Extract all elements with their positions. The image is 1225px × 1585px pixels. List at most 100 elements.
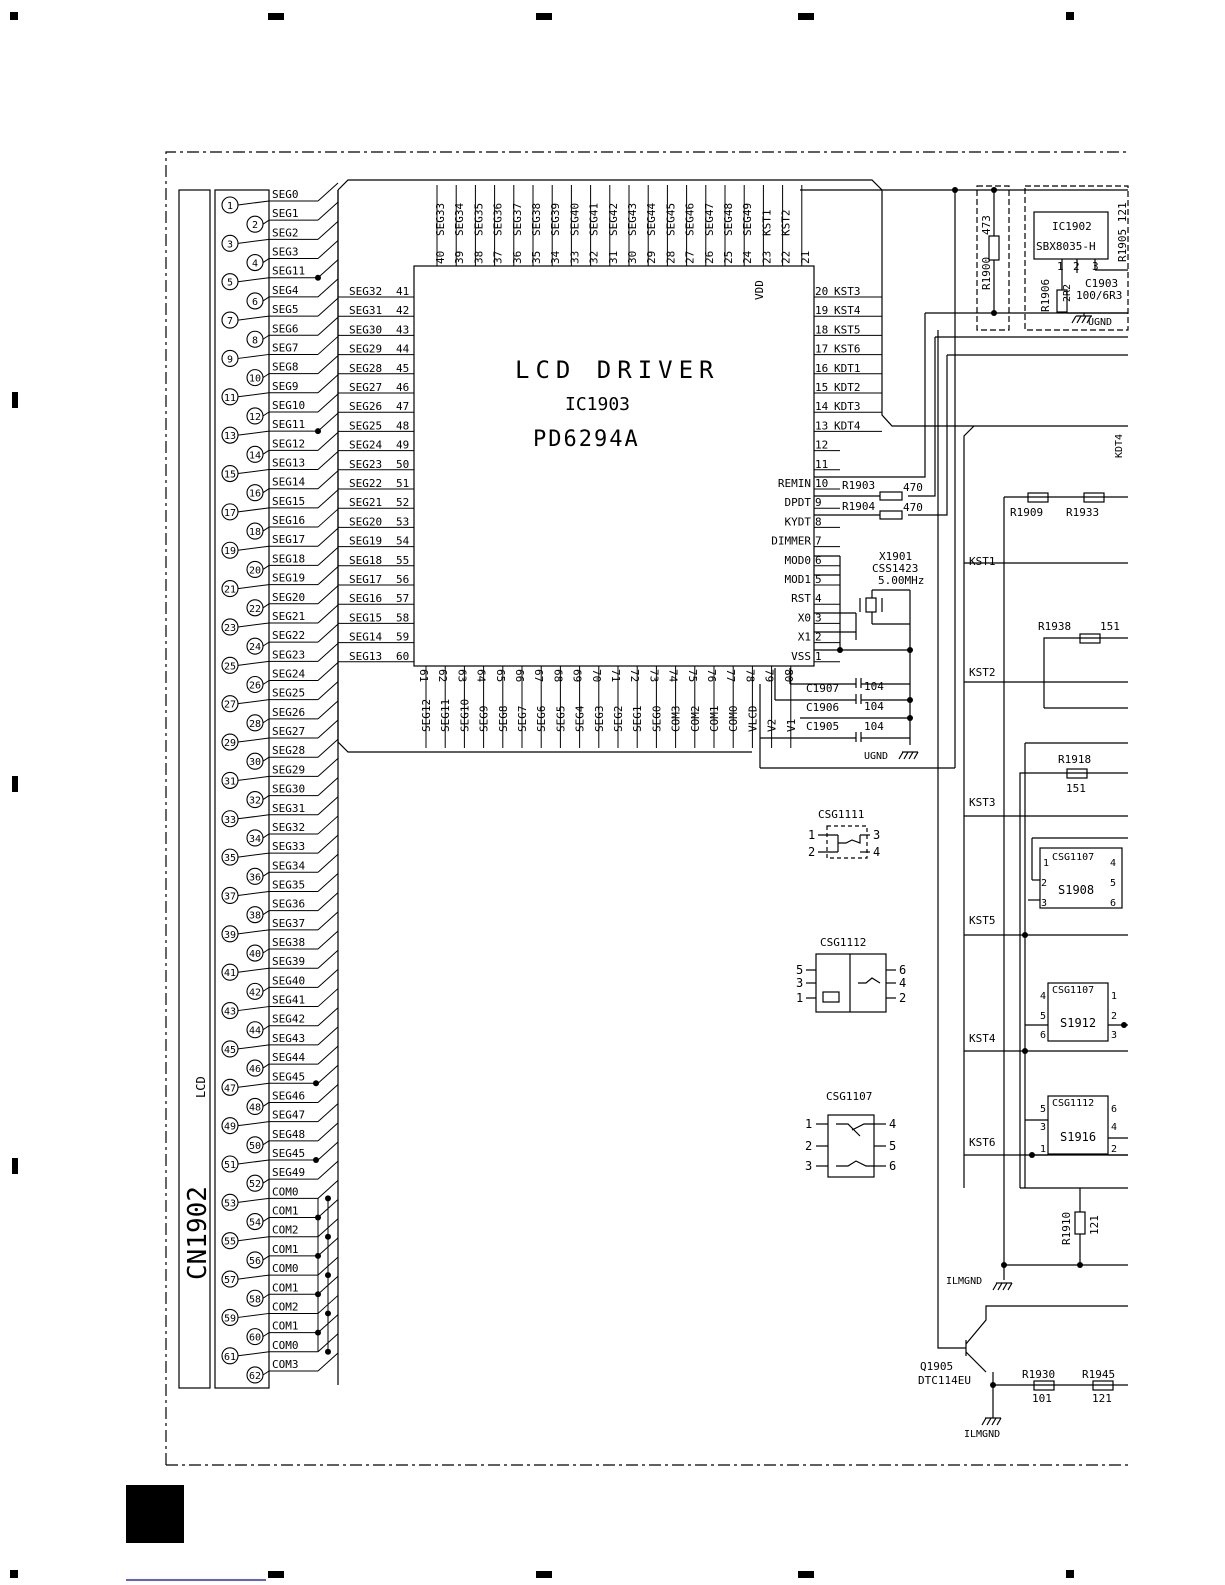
legend-csg1112-pin5: 5 (796, 963, 803, 977)
ic-right-pin-num: 13 (815, 419, 828, 432)
pin-bus-entry (317, 220, 339, 240)
pin-bus-entry (317, 566, 339, 585)
ic-top-pin-num: 29 (645, 251, 658, 264)
junction-dot (325, 1195, 331, 1202)
s1908-pin1: 1 (1043, 858, 1049, 869)
pin-label: SEG11 (272, 265, 305, 278)
pin-bus-entry (317, 1007, 339, 1027)
ic-vdd: VDD (753, 280, 766, 300)
pin-bus-entry (317, 182, 339, 202)
r1903-ref: R1903 (842, 479, 875, 492)
pin-stub (237, 469, 270, 475)
pin-label: SEG29 (272, 763, 305, 776)
pin-label: SEG39 (272, 955, 305, 968)
pin-stub (237, 890, 270, 896)
pin-number: 61 (224, 1352, 236, 1363)
pin-stub (237, 277, 270, 283)
s1912-pin6: 6 (1040, 1030, 1046, 1041)
pin-label: SEG47 (272, 1109, 305, 1122)
pin-number: 56 (249, 1256, 261, 1267)
pin-label: SEG34 (272, 859, 305, 872)
pin-stub (237, 814, 270, 820)
s1912-pin3: 3 (1111, 1030, 1117, 1041)
labels: CN1902 LCD LCD DRIVER IC1903 PD6294A VDD… (183, 202, 1129, 1440)
ic-right-pin-name: MOD1 (785, 573, 812, 586)
pin-stub (237, 929, 270, 935)
ic-left-pin-num: 57 (396, 592, 409, 605)
pin-stub (237, 967, 270, 973)
pin-number: 24 (249, 642, 261, 653)
pin-number: 30 (249, 757, 261, 768)
pin-stub (237, 852, 270, 858)
pin-number: 21 (224, 585, 236, 596)
ic-top-pin-name: SEG37 (511, 203, 524, 236)
pin-label: SEG25 (272, 687, 305, 700)
legend-csg1111-pin1: 1 (808, 828, 815, 842)
pin-stub (237, 660, 270, 666)
pin-label: SEG46 (272, 1089, 305, 1102)
ic1902-ref: IC1902 (1052, 220, 1092, 233)
pin-bus-entry (317, 1160, 339, 1180)
legend-csg1112-pin6: 6 (899, 963, 906, 977)
pin-label: SEG5 (272, 303, 299, 316)
s1908-type: CSG1107 (1052, 852, 1094, 863)
ic-right-pin-num: 11 (815, 458, 828, 471)
s1916-pin1: 1 (1040, 1144, 1046, 1155)
ic-left-pin-num: 45 (396, 362, 409, 375)
ic-right-pin-num: 19 (815, 304, 828, 317)
pin-bus-entry (317, 451, 339, 470)
ic-top-pin-num: 25 (722, 251, 735, 264)
ic-left-pin-name: SEG14 (349, 631, 382, 644)
ic-top-pin-name: SEG39 (549, 203, 562, 236)
c1903-value: 100/6R3 (1076, 289, 1122, 302)
pin-number: 31 (224, 776, 236, 787)
pin-label: SEG7 (272, 341, 299, 354)
pin-bus-entry (317, 1045, 339, 1065)
pin-stub (237, 1006, 270, 1012)
pin-label: SEG41 (272, 994, 305, 1007)
ic-bottom-pin-name: V2 (766, 719, 779, 732)
pin-bus-entry (317, 1179, 339, 1199)
pin-stub (262, 373, 270, 379)
kst2-label: KST2 (969, 666, 996, 679)
ic-right-pin-name: KDT3 (834, 400, 861, 413)
pin-stub (262, 526, 270, 532)
ic-bottom-pin-num: 70 (590, 669, 603, 682)
pin-label: SEG10 (272, 399, 305, 412)
s1916-pin4: 4 (1111, 1122, 1117, 1133)
ic-right-pin-name: REMIN (778, 477, 811, 490)
pin-bus-entry (317, 815, 339, 835)
ic-top-pin-name: SEG45 (664, 203, 677, 236)
ic-top-pin-name: KST2 (780, 210, 793, 237)
pin-label: SEG43 (272, 1032, 305, 1045)
ic1902-part: SBX8035-H (1036, 240, 1096, 253)
pin-bus-entry (317, 1352, 339, 1372)
ic-top-pin-name: SEG40 (568, 203, 581, 236)
pin-stub (262, 948, 270, 954)
ic-bottom-pin-num: 67 (532, 669, 545, 682)
ic-right-pin-name: DIMMER (771, 535, 811, 548)
pin-stub (262, 488, 270, 494)
pin-label: SEG23 (272, 648, 305, 661)
ic-top-pin-name: SEG47 (703, 203, 716, 236)
pin-bus-entry (317, 374, 339, 394)
ic-part: PD6294A (533, 427, 640, 452)
pin-label: COM1 (272, 1205, 299, 1218)
ic-top-pin-name: SEG41 (588, 203, 601, 236)
ic-right-pin-name: KST4 (834, 304, 861, 317)
x1901-part: CSS1423 (872, 562, 918, 575)
pin-number: 13 (224, 431, 236, 442)
pin-number: 48 (249, 1102, 261, 1113)
